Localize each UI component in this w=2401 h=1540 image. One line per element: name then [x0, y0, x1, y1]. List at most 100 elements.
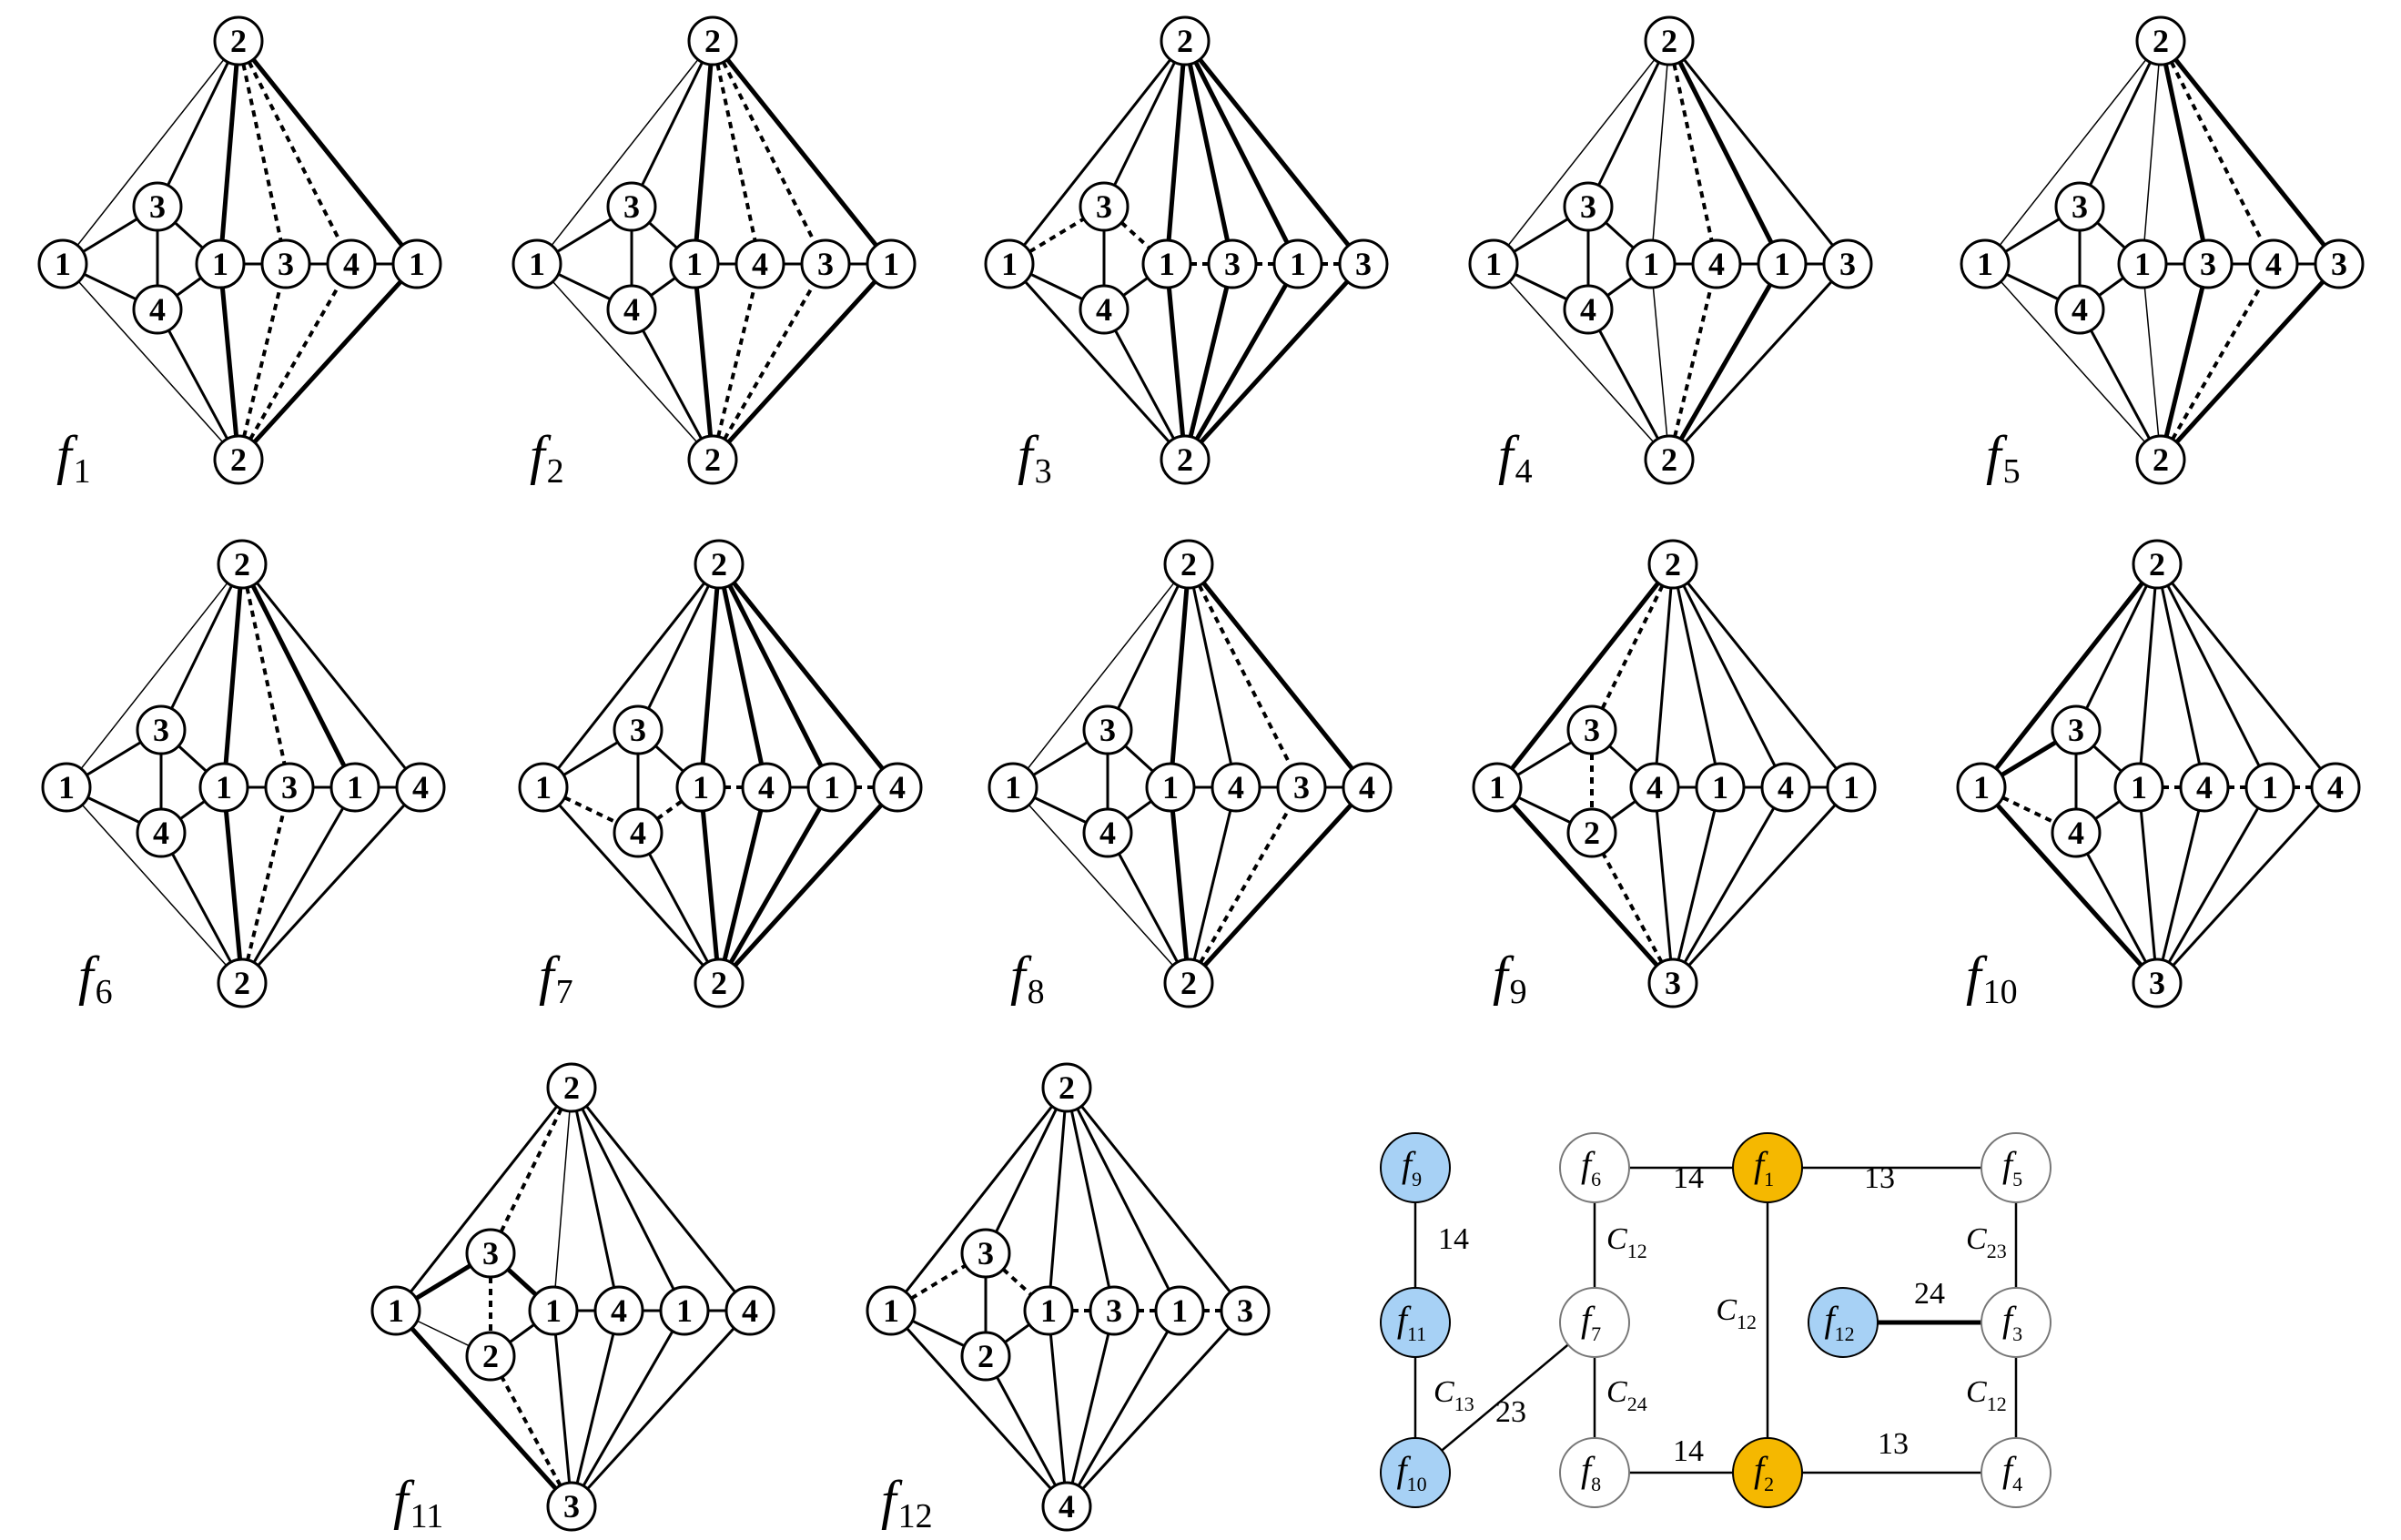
- edge-label-main: C: [1606, 1375, 1627, 1409]
- conflict-node-sub: 4: [2012, 1473, 2022, 1495]
- edge-label-main: 23: [1495, 1395, 1526, 1429]
- edge-tc1: [2137, 563, 2159, 788]
- vertex-t: 2: [687, 15, 738, 66]
- graph-name: f9: [1493, 946, 1527, 1011]
- edge-tu: [636, 563, 721, 731]
- vertex-label: 4: [1099, 815, 1116, 851]
- edge-tl: [536, 40, 714, 265]
- vertex-c4: 3: [1338, 238, 1389, 289]
- vertex-c4: 3: [1220, 1285, 1271, 1336]
- edge-tu: [159, 563, 244, 731]
- edge-tc1: [218, 40, 241, 265]
- edge-bc1: [1650, 263, 1670, 461]
- edge-bc3: [1667, 262, 1785, 461]
- vertex-label: 1: [1001, 246, 1018, 282]
- edge-tc4: [2155, 563, 2337, 788]
- vertex-label: 4: [2068, 815, 2084, 851]
- edge-bl: [62, 263, 239, 461]
- graph-name: f5: [1986, 425, 2021, 491]
- edge-tu: [156, 40, 240, 208]
- edge-bc3: [240, 786, 357, 984]
- edge-bc4: [240, 785, 422, 985]
- edge-tc1: [1047, 1087, 1069, 1312]
- edge-tc3: [570, 1087, 686, 1312]
- vertex-c3: 1: [1154, 1285, 1205, 1336]
- vertex-label: 2: [2153, 23, 2169, 59]
- edge-tu: [2078, 40, 2163, 208]
- vertex-label: 3: [149, 188, 166, 225]
- vertex-label: 3: [623, 188, 640, 225]
- vertex-label: 3: [2200, 246, 2216, 282]
- edge-tc4: [2159, 39, 2341, 266]
- edge-bc1: [1168, 786, 1191, 984]
- vertex-label: 2: [1177, 23, 1193, 59]
- vertex-c4: 1: [866, 238, 917, 289]
- edge-label-sub: 24: [1627, 1393, 1647, 1415]
- vertex-label: 4: [343, 246, 360, 282]
- edge-bc3: [2155, 786, 2272, 984]
- vertex-label: 2: [704, 441, 721, 478]
- edge-bc2: [2158, 263, 2211, 461]
- vertex-label: 1: [545, 1292, 562, 1329]
- conflict-node-sub: 11: [1407, 1322, 1426, 1345]
- edge-bc4: [237, 262, 419, 461]
- edge-label-main: 14: [1673, 1161, 1704, 1195]
- conflict-node-sub: 8: [1591, 1473, 1601, 1495]
- edge-label-main: C: [1966, 1375, 1987, 1409]
- edge-tc2: [1667, 40, 1718, 265]
- vertex-label: 4: [1059, 1488, 1075, 1525]
- vertex-label: 2: [1584, 815, 1600, 851]
- vertex-c4: 1: [391, 238, 442, 289]
- graph-name: f2: [530, 425, 564, 491]
- edge-tu: [1106, 563, 1190, 731]
- edge-bd: [2074, 832, 2159, 984]
- edge-tc1: [1653, 563, 1675, 788]
- vertex-label: 3: [1096, 188, 1112, 225]
- vertex-c4: 4: [724, 1285, 775, 1336]
- vertex-label: 2: [2149, 546, 2165, 583]
- vertex-label: 4: [752, 246, 768, 282]
- vertex-label: 3: [2331, 246, 2347, 282]
- vertex-b: 2: [1644, 434, 1695, 485]
- vertex-b: 3: [1647, 957, 1698, 1008]
- vertex-c2: 4: [1691, 238, 1742, 289]
- edge-tl: [394, 1087, 573, 1312]
- vertex-d: 4: [1079, 284, 1130, 335]
- edge-tl: [1980, 562, 2159, 789]
- vertex-label: 1: [1290, 246, 1306, 282]
- vertex-label: 1: [1489, 769, 1505, 805]
- conflict-node-f12: f12: [1808, 1287, 1879, 1358]
- vertex-c3: 4: [2248, 238, 2299, 289]
- vertex-label: 1: [1005, 769, 1021, 805]
- edge-bd: [489, 1355, 573, 1507]
- vertex-c1: 1: [528, 1285, 579, 1336]
- edge-tc4: [711, 39, 893, 266]
- edge-bc2: [1667, 263, 1718, 461]
- edge-bc4: [1671, 785, 1853, 985]
- edge-label-main: 14: [1673, 1434, 1704, 1468]
- vertex-d: 4: [606, 284, 657, 335]
- edge-label: C12: [1966, 1375, 2007, 1415]
- edge-label-main: C: [1434, 1375, 1454, 1409]
- edge-bd: [636, 832, 721, 984]
- edge-bc2: [716, 786, 769, 984]
- vertex-label: 4: [1228, 769, 1244, 805]
- edge-tc2: [1182, 40, 1235, 265]
- vertex-label: 3: [1099, 712, 1116, 748]
- vertex-label: 1: [1171, 1292, 1188, 1329]
- vertex-l: 1: [512, 238, 562, 289]
- edge-label-main: C: [1606, 1222, 1627, 1256]
- vertex-label: 2: [2153, 441, 2169, 478]
- vertex-label: 3: [1355, 246, 1372, 282]
- vertex-u: 3: [2054, 181, 2105, 232]
- vertex-c2: 3: [1089, 1285, 1140, 1336]
- edge-tc4: [240, 563, 422, 788]
- edge-tc1: [552, 1087, 572, 1312]
- edge-label: 13: [1878, 1427, 1909, 1461]
- vertex-label: 4: [630, 815, 646, 851]
- edge-tc2: [2155, 563, 2206, 788]
